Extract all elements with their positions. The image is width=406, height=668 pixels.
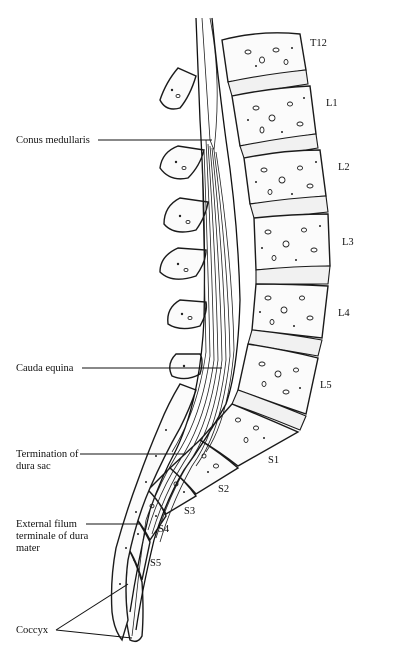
level-label-s3: S3 [184,506,195,517]
bone-texture [133,47,321,561]
level-labels: T12 L1 L2 L3 L4 L5 S1 S2 S3 S4 S5 [150,38,354,569]
level-label-l4: L4 [338,308,350,319]
level-label-l3: L3 [342,237,354,248]
label-cauda-equina: Cauda equina [16,363,74,374]
label-termination-line2: dura sac [16,461,51,472]
vertebral-bodies [121,32,331,643]
label-conus-medullaris: Conus medullaris [16,135,90,146]
posterior-elements [110,67,209,642]
label-filum-line2: terminale of dura [16,531,89,542]
disc-l3-l4 [255,265,331,285]
spinous-process-1 [159,67,197,110]
level-label-l1: L1 [326,98,338,109]
level-label-s5: S5 [150,558,161,569]
spinous-process-5 [167,299,208,330]
level-label-s1: S1 [268,455,279,466]
spinal-cord [201,17,218,151]
spinous-process-4 [159,247,207,280]
leader-coccyx-upper [55,583,129,631]
level-label-l5: L5 [320,380,332,391]
vertebral-body-l4 [251,283,329,339]
annotations: Conus medullaris Cauda equina Terminatio… [16,135,222,639]
dura-anterior-wall [135,17,241,631]
level-label-t12: T12 [310,38,327,49]
dural-sac-and-nerves [129,17,241,637]
level-label-l2: L2 [338,162,350,173]
label-termination-line1: Termination of [16,449,79,460]
spinous-process-3 [163,197,209,233]
label-filum-line1: External filum [16,519,77,530]
filum-terminale [131,519,147,637]
spinous-process-6 [169,353,203,380]
vertebral-body-l3 [253,213,331,271]
label-filum-line3: mater [16,543,40,554]
level-label-s2: S2 [218,484,229,495]
level-label-s4: S4 [158,524,170,535]
leader-coccyx-lower [55,629,133,639]
spinous-process-2 [159,145,205,180]
label-coccyx: Coccyx [16,625,49,636]
disc-l5-s1 [231,389,307,431]
vertebral-body-l2 [243,149,327,205]
